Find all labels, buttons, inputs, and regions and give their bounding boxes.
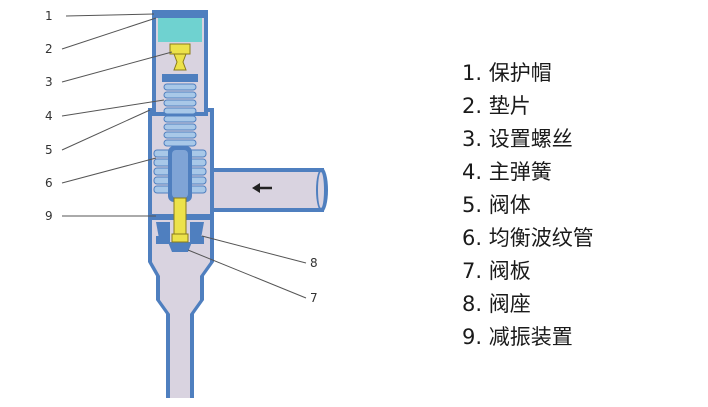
valve-seat	[156, 236, 204, 244]
callout-4: 4	[45, 109, 53, 123]
main-spring	[162, 74, 198, 147]
callout-7: 7	[310, 291, 318, 305]
legend-item-5: 5. 阀体	[462, 193, 531, 217]
leader-lines	[61, 13, 307, 299]
damping-device	[150, 197, 210, 244]
legend-item-4: 4. 主弹簧	[462, 160, 552, 184]
callout-2: 2	[45, 42, 53, 56]
parts-legend: 1. 保护帽 2. 垫片 3. 设置螺丝 4. 主弹簧 5. 阀体 6. 均衡波…	[462, 57, 594, 354]
legend-item-2: 2. 垫片	[462, 94, 531, 118]
leader-line-1	[65, 13, 155, 17]
leader-line-4	[61, 99, 165, 117]
legend-item-9: 9. 减振装置	[462, 325, 573, 349]
flow-direction-arrow	[252, 183, 272, 193]
leader-line-6	[61, 157, 157, 184]
legend-item-3: 3. 设置螺丝	[462, 127, 573, 151]
valve-cross-section-diagram: 1 2 3 4 5 6 9 8 7	[45, 9, 328, 398]
legend-item-1: 1. 保护帽	[462, 61, 552, 85]
callout-8: 8	[310, 256, 318, 270]
inlet-pipe	[204, 168, 328, 212]
leader-line-3	[61, 51, 173, 83]
equalizing-bellows	[153, 146, 207, 202]
callout-3: 3	[45, 75, 53, 89]
callout-6: 6	[45, 176, 53, 190]
valve-plate	[168, 233, 192, 252]
legend-item-8: 8. 阀座	[462, 292, 531, 316]
legend-item-6: 6. 均衡波纹管	[462, 226, 594, 250]
setting-screw	[169, 43, 191, 71]
leader-line-7	[187, 249, 307, 299]
protection-cap	[152, 10, 208, 42]
leader-line-2	[61, 17, 157, 50]
legend-item-7: 7. 阀板	[462, 259, 531, 283]
callout-5: 5	[45, 143, 53, 157]
callout-1: 1	[45, 9, 53, 23]
callout-9: 9	[45, 209, 53, 223]
leader-line-5	[61, 109, 151, 151]
leader-line-8	[201, 235, 307, 264]
